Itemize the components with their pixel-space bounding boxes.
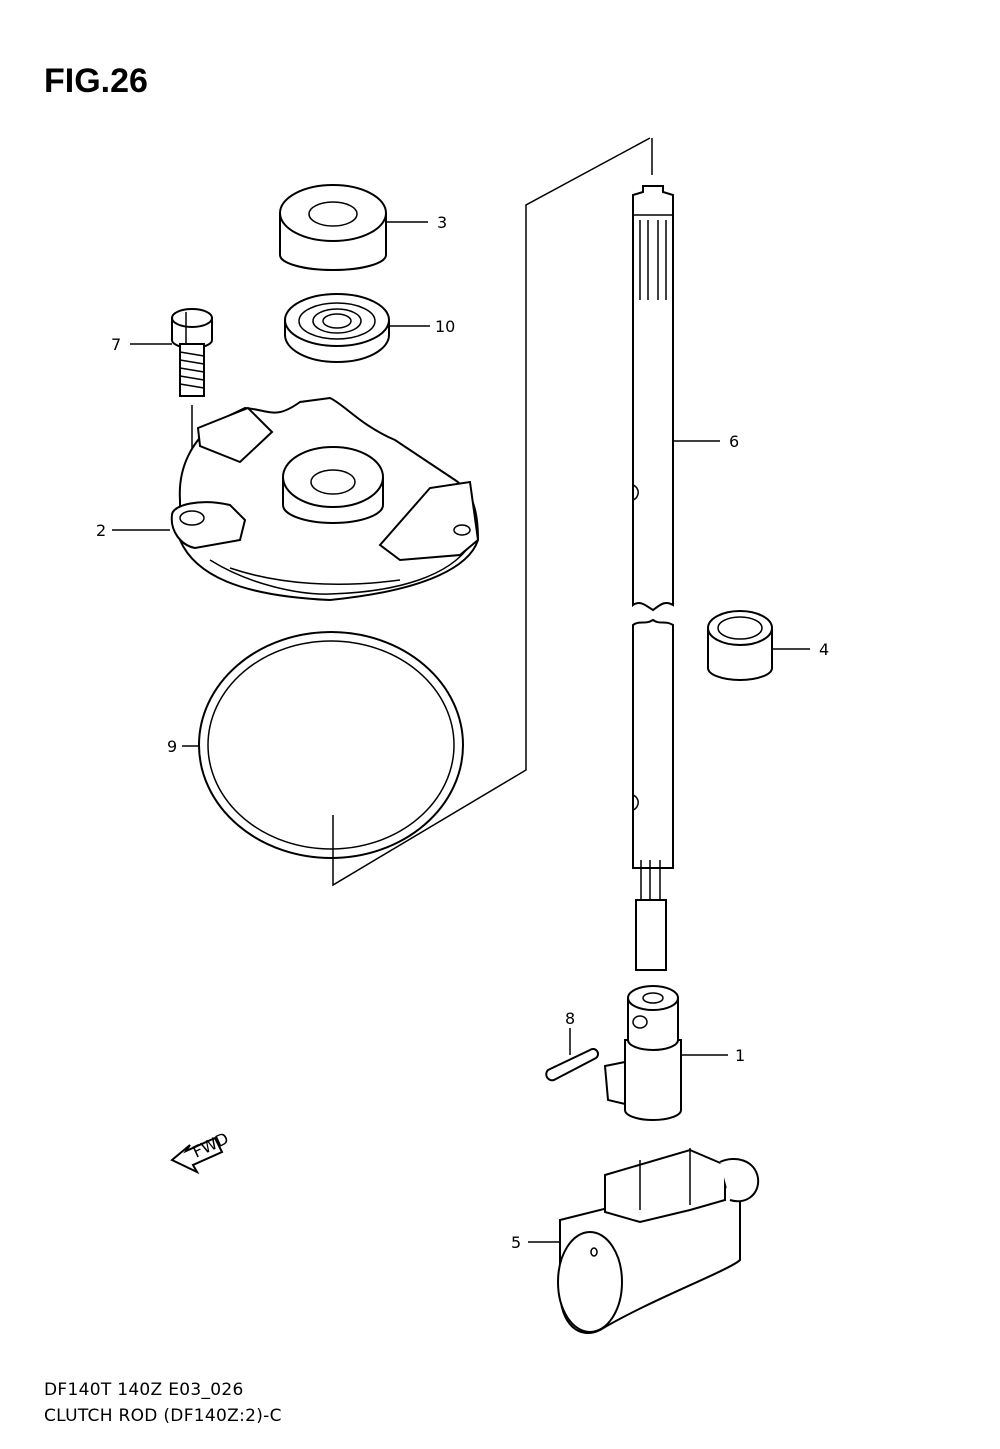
callout-2: 2	[96, 521, 106, 540]
group-bracket-line	[332, 137, 653, 887]
part-7-bolt	[130, 308, 213, 455]
callout-7: 7	[111, 335, 121, 354]
callout-6: 6	[729, 432, 739, 451]
part-4-bushing	[707, 610, 810, 681]
part-1-clutch-shifter	[603, 985, 728, 1121]
callout-9: 9	[167, 737, 177, 756]
callout-8: 8	[565, 1009, 575, 1028]
figure-title: FIG.26	[44, 62, 148, 100]
part-9-o-ring	[182, 631, 464, 859]
callout-3: 3	[437, 213, 447, 232]
fwd-arrow-icon: FWD	[170, 1129, 232, 1175]
callout-4: 4	[819, 640, 829, 659]
part-10-oil-seal	[284, 293, 430, 363]
footer-description: CLUTCH ROD (DF140Z:2)-C	[44, 1406, 282, 1426]
part-3-spacer	[279, 184, 428, 271]
callout-1: 1	[735, 1046, 745, 1065]
footer-code: DF140T 140Z E03_026	[44, 1380, 244, 1400]
part-5-shift-cam	[528, 1148, 760, 1335]
part-6-clutch-rod	[632, 185, 720, 971]
part-2-housing	[112, 396, 480, 602]
callout-10: 10	[435, 317, 455, 336]
part-8-pin	[545, 1028, 599, 1082]
callout-5: 5	[511, 1233, 521, 1252]
